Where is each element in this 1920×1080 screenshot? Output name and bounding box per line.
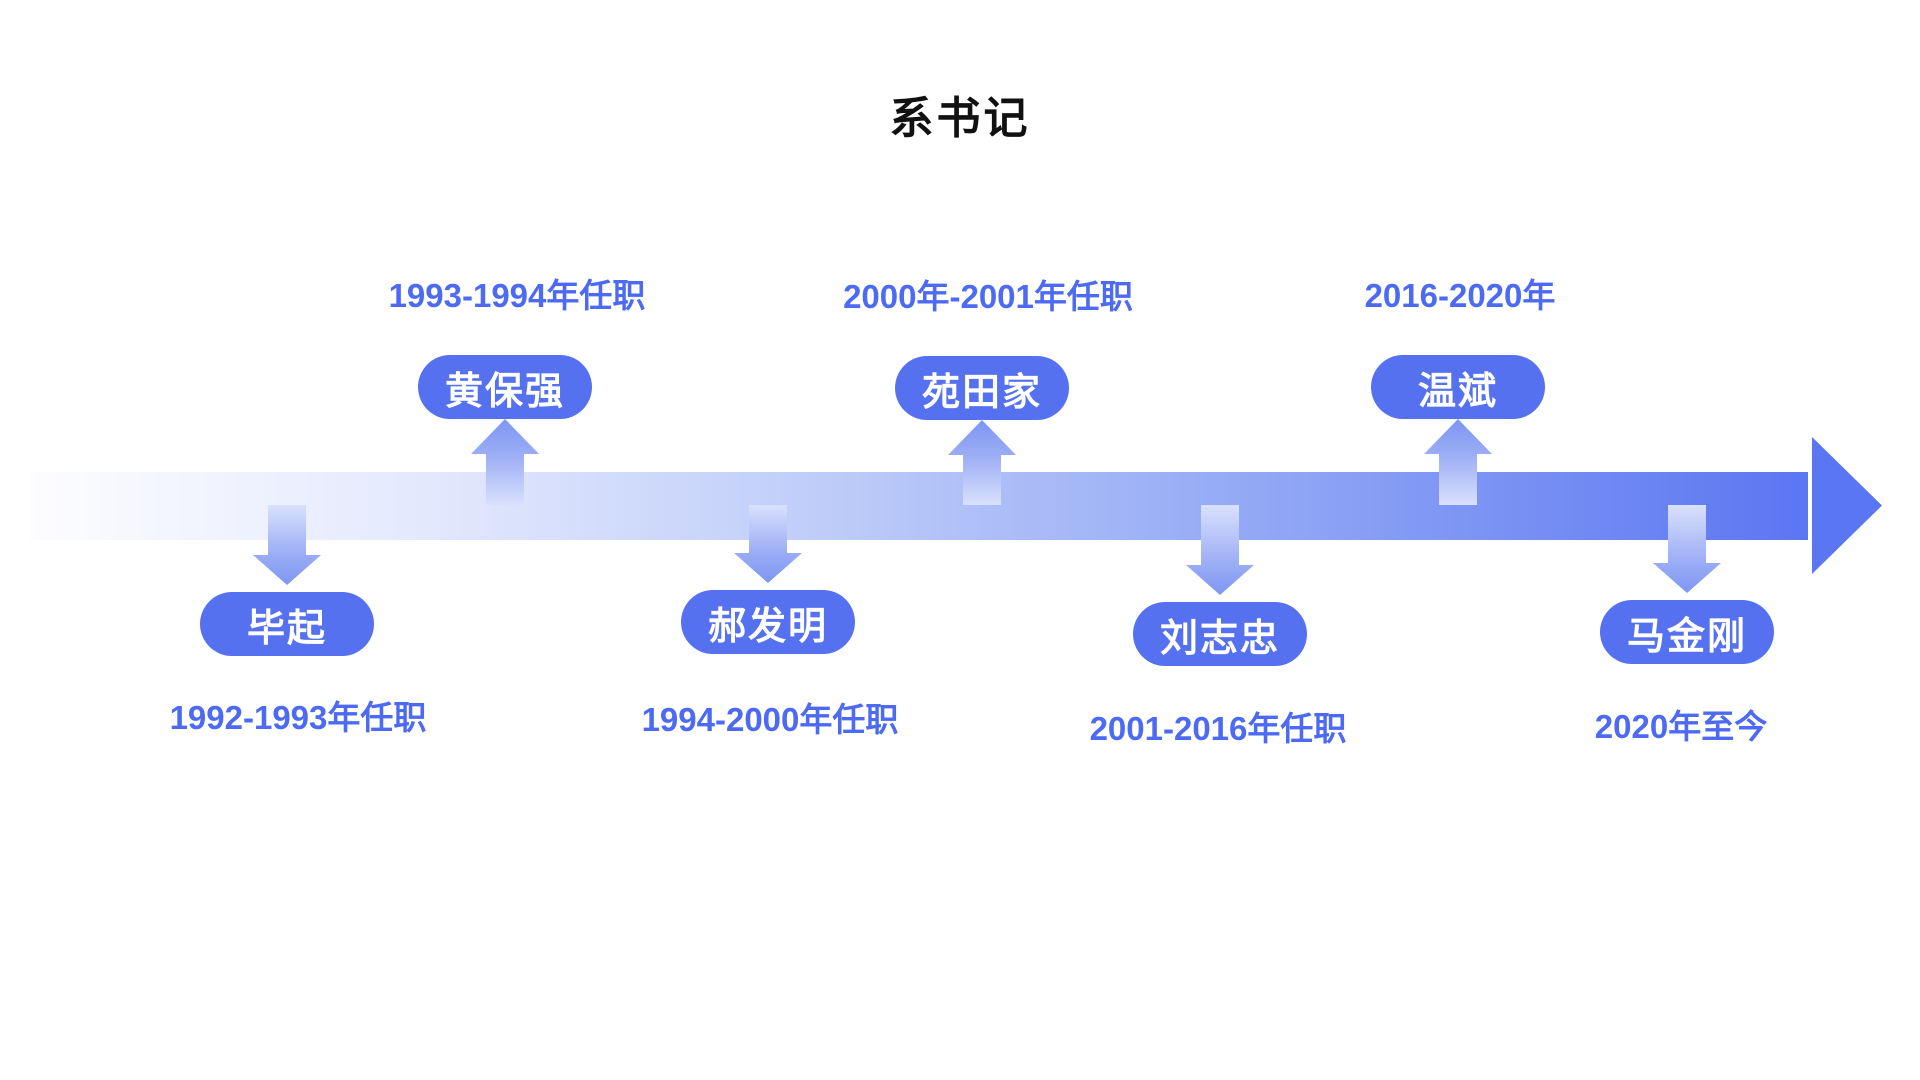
person-pill: 苑田家 [895, 356, 1069, 420]
person-pill: 毕起 [200, 592, 374, 656]
connector-arrow-up-icon [1424, 419, 1492, 505]
connector-arrow-down-icon [1186, 505, 1254, 595]
timeline-arrowhead-icon [1812, 437, 1882, 574]
person-pill: 黄保强 [418, 355, 592, 419]
tenure-date-label: 1993-1994年任职 [388, 277, 646, 314]
connector-arrow-down-icon [253, 505, 321, 585]
tenure-date-label: 2001-2016年任职 [1089, 710, 1347, 747]
tenure-date-label: 1994-2000年任职 [641, 701, 899, 738]
timeline-axis [30, 472, 1808, 540]
connector-arrow-down-icon [1653, 505, 1721, 593]
connector-arrow-down-icon [734, 505, 802, 583]
person-pill: 郝发明 [681, 590, 855, 654]
tenure-date-label: 1992-1993年任职 [169, 699, 427, 736]
connector-arrow-up-icon [471, 419, 539, 505]
tenure-date-label: 2016-2020年 [1364, 277, 1556, 314]
connector-arrow-up-icon [948, 420, 1016, 505]
tenure-date-label: 2000年-2001年任职 [843, 278, 1133, 315]
page-title: 系书记 [889, 94, 1031, 143]
person-pill: 温斌 [1371, 355, 1545, 419]
person-pill: 马金刚 [1600, 600, 1774, 664]
person-pill: 刘志忠 [1133, 602, 1307, 666]
tenure-date-label: 2020年至今 [1594, 708, 1768, 745]
